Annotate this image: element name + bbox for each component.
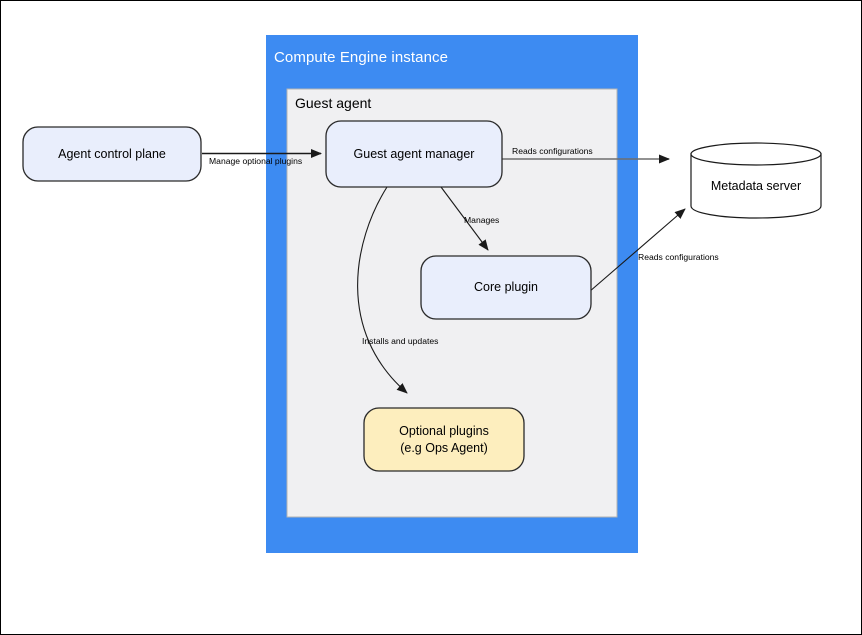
edge-label-installs-and-updates: Installs and updates [362, 336, 439, 346]
edge-core-plugin-to-metadata-server [588, 208, 686, 293]
edge-label-manage-optional-plugins: Manage optional plugins [209, 156, 303, 166]
edge-label-reads-configurations-core-plugin: Reads configurations [638, 252, 719, 262]
node-metadata-server[interactable] [690, 142, 822, 219]
edge-label-reads-configurations-manager: Reads configurations [512, 146, 593, 156]
edge-manager-to-core-plugin [440, 186, 489, 251]
node-guest-agent-manager[interactable] [325, 120, 503, 188]
container-title-guest-agent: Guest agent [295, 95, 372, 111]
edge-manager-to-optional-plugins [357, 186, 408, 394]
node-core-plugin[interactable] [420, 255, 592, 320]
node-agent-control-plane[interactable] [22, 126, 202, 182]
container-title-compute-engine-instance: Compute Engine instance [274, 49, 449, 66]
edge-label-manages: Manages [464, 215, 500, 225]
node-optional-plugins[interactable] [363, 407, 525, 472]
